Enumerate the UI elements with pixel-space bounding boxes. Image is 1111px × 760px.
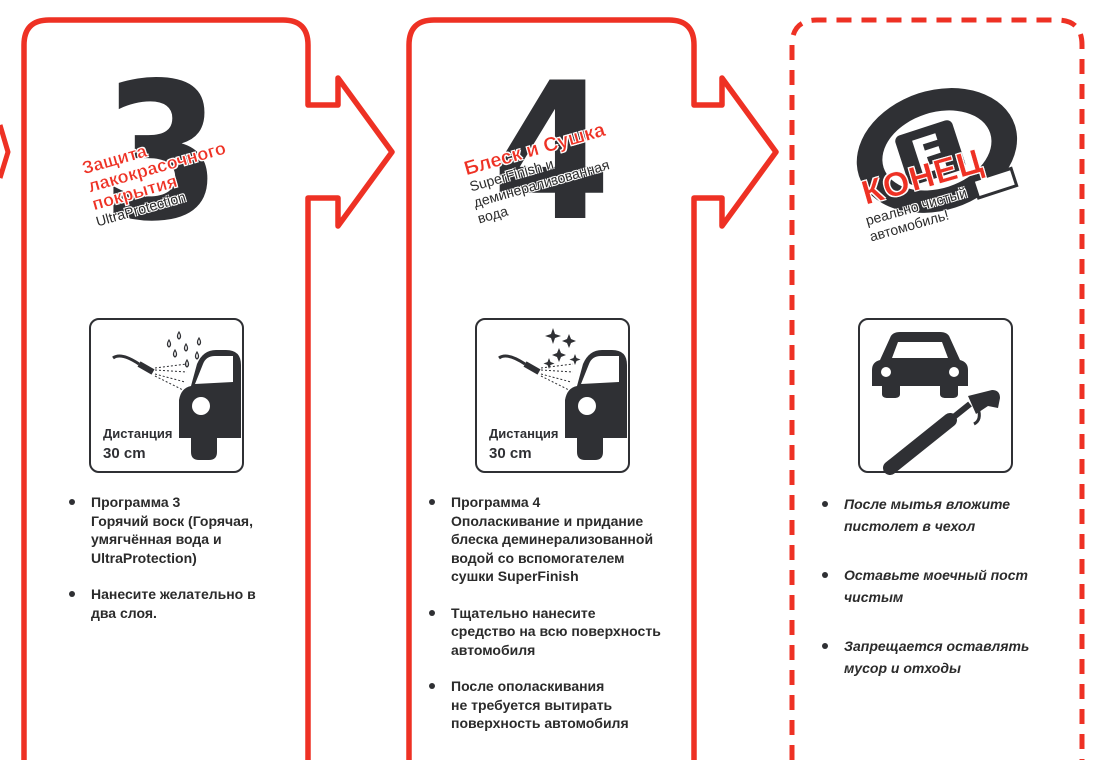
list-item: Тщательно нанесите средство на всю повер…: [429, 604, 689, 660]
list-item: Программа 3 Горячий воск (Горячая, умягч…: [69, 493, 299, 567]
pressure-washer-sparkles-icon: [498, 328, 627, 460]
panel-4-distance: Дистанция 30 cm: [489, 426, 559, 462]
panel-4-instructions: Программа 4 Ополаскивание и придание бле…: [429, 493, 689, 751]
list-item: Запрещается оставлять мусор и отходы: [822, 635, 1062, 679]
panel-end-pictogram: [858, 318, 1013, 475]
end-badge-icon: E: [856, 88, 1019, 213]
list-item: Оставьте моечный пост чистым: [822, 564, 1062, 608]
panel-3-frame: [21, 17, 395, 760]
panel-4-pictogram: Дистанция 30 cm: [475, 318, 630, 473]
panel-3-distance: Дистанция 30 cm: [103, 426, 173, 462]
distance-label: Дистанция: [489, 426, 559, 441]
step-number-4: 4: [492, 42, 611, 263]
list-item: Нанесите желательно в два слоя.: [69, 585, 299, 622]
distance-label: Дистанция: [103, 426, 173, 441]
panel-3-instructions: Программа 3 Горячий воск (Горячая, умягч…: [69, 493, 299, 640]
step-number-3: 3: [102, 42, 221, 263]
list-item: После ополаскивания не требуется вытират…: [429, 677, 689, 733]
list-item: Программа 4 Ополаскивание и придание бле…: [429, 493, 689, 586]
distance-value: 30 cm: [489, 445, 532, 462]
panel-end-frame: [789, 17, 1085, 760]
panel-end-instructions: После мытья вложите пистолет в чехол Ост…: [822, 493, 1062, 706]
pressure-washer-droplets-icon: [112, 330, 241, 460]
left-arrow-tip: [0, 124, 11, 179]
distance-value: 30 cm: [103, 445, 146, 462]
panel-4-frame: [406, 17, 779, 760]
car-and-holstered-gun-icon: [872, 332, 1000, 475]
panel-3-pictogram: Дистанция 30 cm: [89, 318, 244, 473]
list-item: После мытья вложите пистолет в чехол: [822, 493, 1062, 537]
